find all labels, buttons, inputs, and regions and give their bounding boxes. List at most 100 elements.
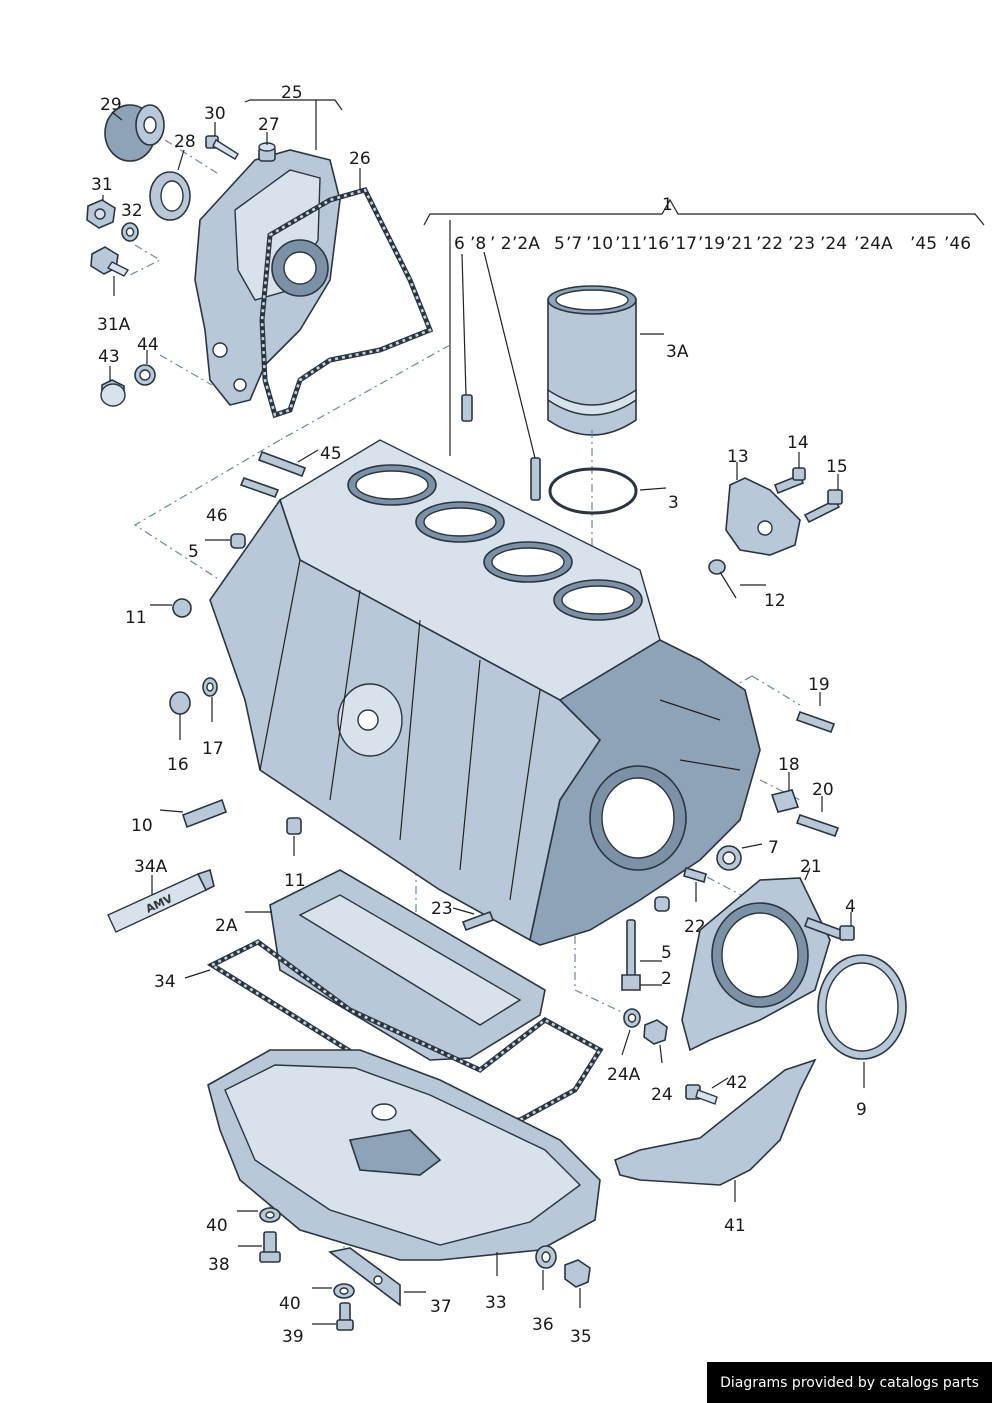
label-31[interactable]: 31: [91, 175, 113, 195]
header-item-2[interactable]: ’ 2: [490, 234, 512, 254]
header-item-11[interactable]: ’21: [726, 234, 753, 254]
header-item-6[interactable]: ’10: [586, 234, 613, 254]
label-35[interactable]: 35: [570, 1327, 592, 1347]
label-39[interactable]: 39: [282, 1327, 304, 1347]
header-item-7[interactable]: ’11: [615, 234, 642, 254]
part-41-cover: 41: [614, 1058, 817, 1236]
item-1-bracket: 1: [423, 195, 985, 226]
engine-block: [209, 439, 761, 946]
part-13-bracket: 13: [725, 447, 801, 556]
header-item-15[interactable]: ’24A: [854, 234, 893, 254]
label-34A[interactable]: 34A: [134, 857, 168, 877]
label-19[interactable]: 19: [808, 675, 830, 695]
label-28[interactable]: 28: [174, 132, 196, 152]
label-18[interactable]: 18: [778, 755, 800, 775]
header-item-1[interactable]: ’8: [470, 234, 486, 254]
header-item-8[interactable]: ’16: [642, 234, 669, 254]
label-40a[interactable]: 40: [206, 1216, 228, 1236]
label-31A[interactable]: 31A: [97, 315, 131, 335]
part-34A-sealant-tube: AMV 34A: [107, 857, 215, 933]
label-14[interactable]: 14: [787, 433, 809, 453]
header-item-5[interactable]: ’7: [566, 234, 582, 254]
label-29[interactable]: 29: [100, 95, 122, 115]
part-43-bolt: 43: [98, 347, 126, 407]
label-17[interactable]: 17: [202, 739, 224, 759]
label-37[interactable]: 37: [430, 1297, 452, 1317]
part-16-bolt: 16: [167, 691, 191, 775]
label-44[interactable]: 44: [137, 335, 159, 355]
label-46[interactable]: 46: [206, 506, 228, 526]
item-1-header-row: 6 ’8 ’ 2 ’2A 5 ’7 ’10 ’11 ’16 ’17 ’19 ’2…: [454, 234, 971, 254]
header-item-10[interactable]: ’19: [698, 234, 725, 254]
label-40b[interactable]: 40: [279, 1294, 301, 1314]
label-3A[interactable]: 3A: [666, 342, 689, 362]
label-23[interactable]: 23: [431, 899, 453, 919]
label-42[interactable]: 42: [726, 1073, 748, 1093]
timing-cover-assembly: 25 26: [194, 83, 434, 419]
label-38[interactable]: 38: [208, 1255, 230, 1275]
label-11a[interactable]: 11: [125, 608, 147, 628]
label-1[interactable]: 1: [662, 195, 673, 215]
part-3A-cylinder-liner: 3A: [547, 285, 689, 560]
header-item-4[interactable]: 5: [554, 234, 565, 254]
label-9[interactable]: 9: [856, 1100, 867, 1120]
header-item-3[interactable]: ’2A: [512, 234, 540, 254]
label-15[interactable]: 15: [826, 457, 848, 477]
header-item-14[interactable]: ’24: [820, 234, 847, 254]
header-item-0[interactable]: 6: [454, 234, 465, 254]
header-item-16[interactable]: ’45: [910, 234, 937, 254]
part-8-stud: [483, 251, 541, 501]
part-19-stud: 19: [795, 675, 836, 734]
label-3[interactable]: 3: [668, 493, 679, 513]
label-12[interactable]: 12: [764, 591, 786, 611]
header-item-9[interactable]: ’17: [670, 234, 697, 254]
part-28-seal: 28: [149, 132, 196, 221]
label-10[interactable]: 10: [131, 816, 153, 836]
label-5a[interactable]: 5: [188, 542, 199, 562]
part-11-plug-lower: 11: [284, 817, 306, 891]
part-40-washer-b: 40: [279, 1283, 355, 1314]
label-2A[interactable]: 2A: [215, 916, 238, 936]
label-41[interactable]: 41: [724, 1216, 746, 1236]
part-23-stud: 23: [431, 899, 495, 932]
label-4[interactable]: 4: [845, 897, 856, 917]
label-25[interactable]: 25: [281, 83, 303, 103]
part-29-pulley: 29: [100, 95, 221, 176]
header-item-13[interactable]: ’23: [788, 234, 815, 254]
part-14-bolt: 14: [773, 433, 809, 495]
label-34[interactable]: 34: [154, 972, 176, 992]
part-2A-bearing-frame: 2A: [215, 869, 546, 1061]
label-33[interactable]: 33: [485, 1293, 507, 1313]
label-45[interactable]: 45: [320, 444, 342, 464]
part-20-stud: 20: [795, 780, 840, 838]
label-13[interactable]: 13: [727, 447, 749, 467]
label-24A[interactable]: 24A: [607, 1065, 641, 1085]
label-27[interactable]: 27: [258, 115, 280, 135]
part-37-bracket: 37: [328, 1247, 452, 1317]
part-30-bolt: 30: [204, 104, 239, 160]
part-27-plug: 27: [258, 115, 280, 162]
label-43[interactable]: 43: [98, 347, 120, 367]
label-11b[interactable]: 11: [284, 871, 306, 891]
label-2[interactable]: 2: [661, 969, 672, 989]
part-12-sensor: 12: [708, 559, 786, 611]
label-24[interactable]: 24: [651, 1085, 673, 1105]
header-item-12[interactable]: ’22: [756, 234, 783, 254]
label-36[interactable]: 36: [532, 1315, 554, 1335]
part-38-bolt: 38: [208, 1231, 281, 1275]
part-15-bolt: 15: [803, 457, 848, 524]
label-20[interactable]: 20: [812, 780, 834, 800]
part-35-drain-plug: 35: [564, 1259, 592, 1347]
part-42-bolt: 42: [685, 1073, 748, 1105]
label-21[interactable]: 21: [800, 857, 822, 877]
label-7[interactable]: 7: [768, 838, 779, 858]
label-16[interactable]: 16: [167, 755, 189, 775]
part-5-dowel-top: 5: [188, 533, 246, 562]
part-6-stud: [461, 253, 473, 422]
header-item-17[interactable]: ’46: [944, 234, 971, 254]
label-26[interactable]: 26: [349, 149, 371, 169]
label-5b[interactable]: 5: [661, 943, 672, 963]
label-30[interactable]: 30: [204, 104, 226, 124]
label-32[interactable]: 32: [121, 201, 143, 221]
part-11-plug-upper: 11: [125, 598, 192, 628]
